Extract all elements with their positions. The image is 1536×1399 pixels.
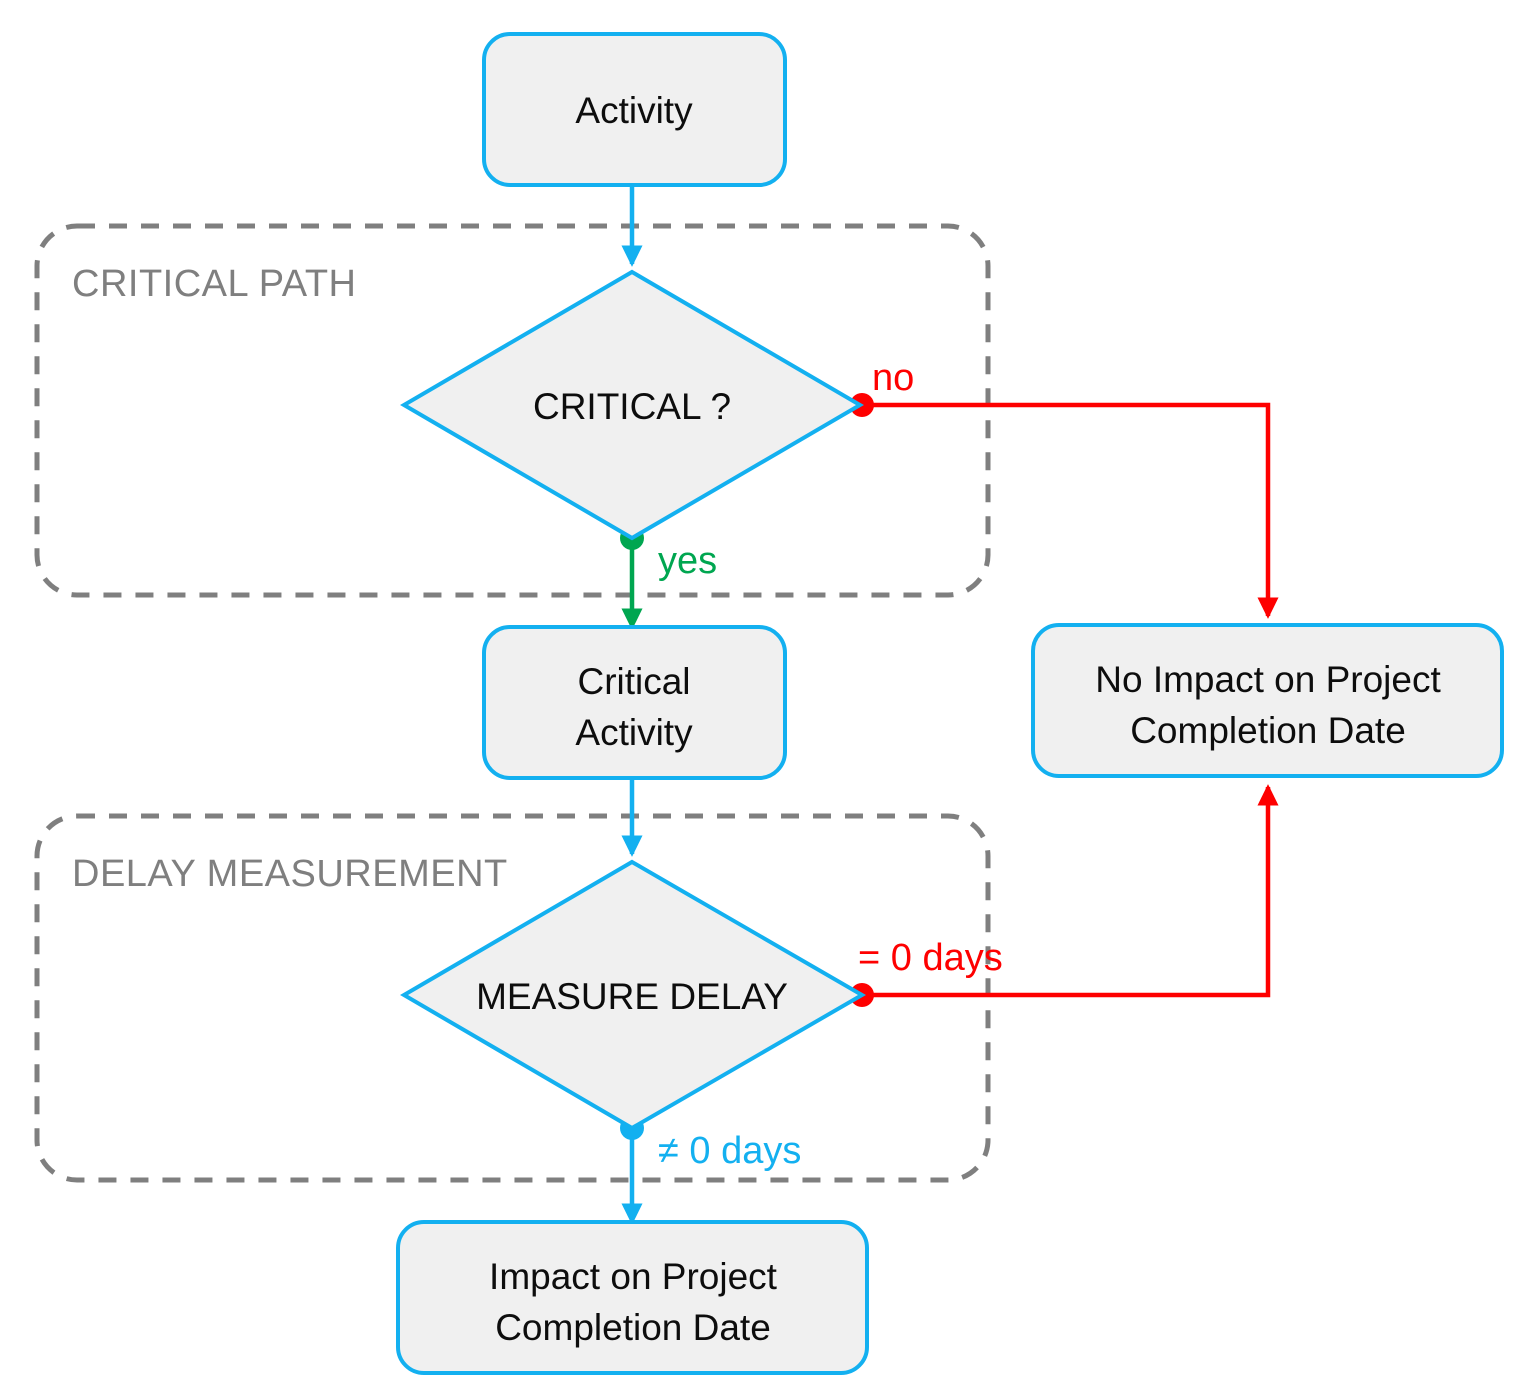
node-critical-decision-label: CRITICAL ? — [533, 386, 731, 427]
group-delay-measurement: DELAY MEASUREMENT — [34, 813, 991, 1183]
node-activity-shape[interactable] — [482, 32, 787, 187]
node-activity[interactable]: Activity — [482, 32, 787, 187]
node-impact-label-line2: Completion Date — [495, 1307, 771, 1348]
node-critical-activity[interactable]: Critical Activity — [482, 625, 787, 780]
node-no-impact-label-line2: Completion Date — [1130, 710, 1406, 751]
node-critical-activity-shape[interactable] — [482, 625, 787, 780]
edge-measure-delay-nonzero: ≠ 0 days — [620, 1116, 801, 1225]
node-critical-activity-label-line2: Activity — [575, 712, 693, 753]
node-no-impact[interactable]: No Impact on Project Completion Date — [1031, 623, 1504, 778]
edge-label-yes: yes — [658, 540, 717, 582]
group-critical-path-label: CRITICAL PATH — [72, 263, 357, 305]
edge-critical-decision-yes: yes — [620, 526, 717, 630]
node-critical-decision-shape[interactable] — [400, 269, 864, 541]
edge-measure-delay-zero: = 0 days — [850, 784, 1279, 1007]
node-impact[interactable]: Impact on Project Completion Date — [396, 1220, 869, 1375]
node-measure-delay-shape[interactable] — [400, 859, 866, 1131]
edge-label-no: no — [872, 357, 914, 399]
edge-label-zero-days: = 0 days — [858, 937, 1003, 979]
node-impact-shape[interactable] — [396, 1220, 869, 1375]
node-critical-decision[interactable]: CRITICAL ? — [400, 269, 864, 541]
edge-measure-delay-zero-line — [862, 784, 1279, 998]
node-measure-delay-label: MEASURE DELAY — [476, 976, 788, 1017]
node-no-impact-label-line1: No Impact on Project — [1095, 659, 1441, 700]
node-no-impact-shape[interactable] — [1031, 623, 1504, 778]
node-activity-label: Activity — [575, 90, 693, 131]
edge-label-nonzero-days: ≠ 0 days — [658, 1130, 801, 1172]
node-measure-delay[interactable]: MEASURE DELAY — [400, 859, 866, 1131]
node-critical-activity-label-line1: Critical — [577, 661, 690, 702]
node-impact-label-line1: Impact on Project — [489, 1256, 778, 1297]
group-critical-path: CRITICAL PATH — [34, 223, 991, 598]
edge-critical-decision-no-line — [862, 402, 1279, 619]
group-delay-measurement-label: DELAY MEASUREMENT — [72, 853, 508, 895]
edge-critical-decision-no: no — [850, 357, 1279, 619]
